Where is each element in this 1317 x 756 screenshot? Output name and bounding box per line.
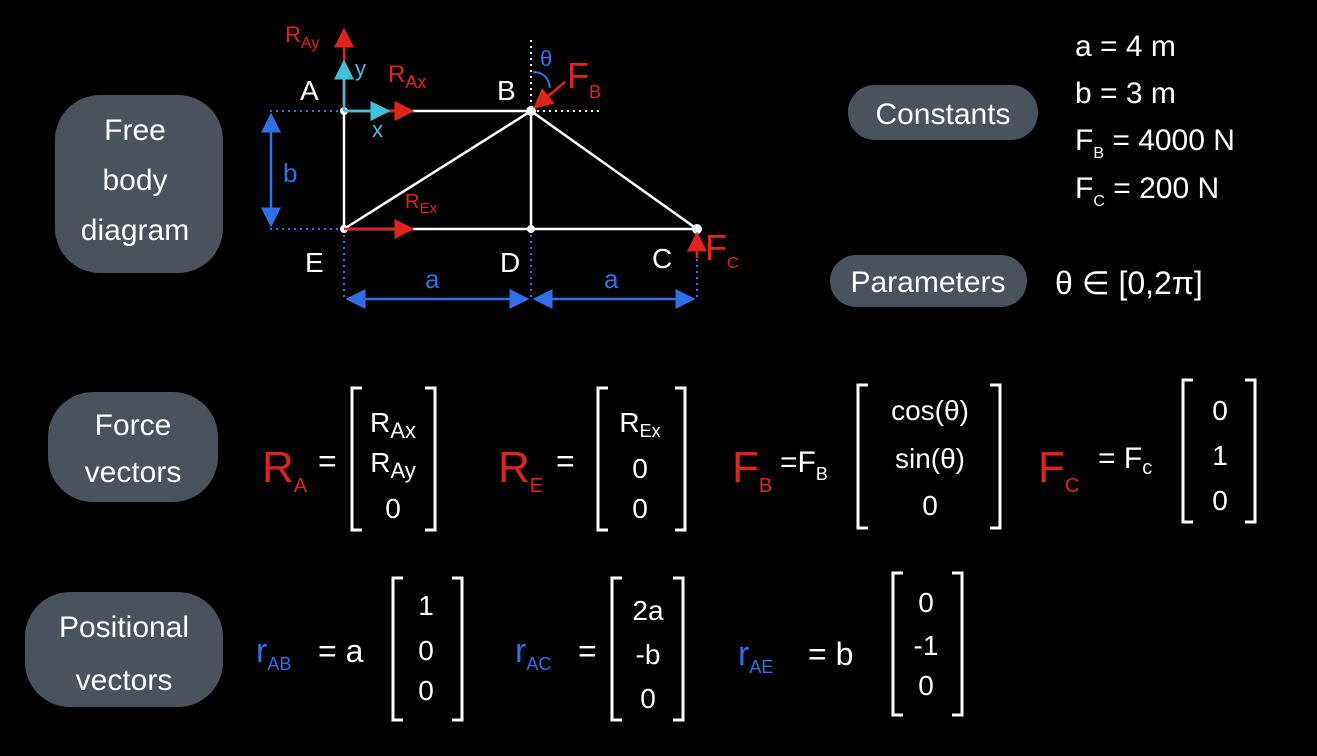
svg-text:rAE: rAE xyxy=(738,635,773,677)
vector-rab: rAB = a 1 0 0 xyxy=(256,576,464,722)
svg-text:1: 1 xyxy=(418,590,434,621)
svg-text:0: 0 xyxy=(385,493,401,524)
node-b-label: B xyxy=(497,75,516,106)
svg-text:=FB: =FB xyxy=(780,446,828,484)
truss xyxy=(342,109,698,231)
svg-text:RAy: RAy xyxy=(370,447,416,483)
pill-text: Force xyxy=(95,409,172,442)
svg-text:=: = xyxy=(318,443,337,479)
x-axis-label: x xyxy=(372,117,383,142)
vector-rac: rAC = 2a -b 0 xyxy=(515,576,685,722)
force-vectors-pill: Force vectors xyxy=(48,392,218,502)
constant-a: a = 4 m xyxy=(1075,30,1176,63)
svg-text:2a: 2a xyxy=(632,595,664,626)
dimension-b-label: b xyxy=(283,158,297,188)
svg-text:=: = xyxy=(578,633,597,669)
svg-text:= b: = b xyxy=(808,636,853,672)
pill-text: vectors xyxy=(85,456,182,489)
theta-label: θ xyxy=(540,46,552,71)
pill-text: Parameters xyxy=(850,266,1005,299)
constant-b: b = 3 m xyxy=(1075,77,1176,110)
svg-text:0: 0 xyxy=(1212,395,1228,426)
svg-text:0: 0 xyxy=(640,683,656,714)
positional-vectors-pill: Positional vectors xyxy=(25,592,223,707)
reaction-ax-label: RAx xyxy=(388,61,426,92)
vector-re: RE = REx 0 0 xyxy=(498,386,687,532)
node-c-label: C xyxy=(652,243,672,274)
svg-text:0: 0 xyxy=(632,453,648,484)
parameters-pill: Parameters xyxy=(830,255,1027,307)
node-e-label: E xyxy=(305,247,324,278)
pill-text: diagram xyxy=(81,214,189,247)
pill-text: vectors xyxy=(76,664,173,697)
svg-text:= a: = a xyxy=(318,633,364,669)
parameter-theta-range: θ ∈ [0,2π] xyxy=(1055,265,1203,301)
svg-text:-b: -b xyxy=(636,639,661,670)
svg-text:=: = xyxy=(556,443,575,479)
vector-fb: FB =FB cos(θ) sin(θ) 0 xyxy=(732,383,1002,530)
pill-text: Positional xyxy=(59,611,189,644)
reaction-ay-label: RAy xyxy=(285,22,319,52)
svg-text:1: 1 xyxy=(1212,440,1228,471)
svg-text:0: 0 xyxy=(418,635,434,666)
svg-text:0: 0 xyxy=(918,587,934,618)
svg-text:RE: RE xyxy=(498,443,543,497)
dimension-a1-label: a xyxy=(425,264,440,294)
svg-text:RA: RA xyxy=(262,443,308,497)
svg-text:cos(θ): cos(θ) xyxy=(891,395,969,426)
svg-text:sin(θ): sin(θ) xyxy=(895,443,965,474)
svg-text:FC: FC xyxy=(1038,443,1079,497)
svg-text:0: 0 xyxy=(418,675,434,706)
svg-text:rAC: rAC xyxy=(515,632,551,674)
pill-text: Constants xyxy=(875,98,1010,131)
svg-text:0: 0 xyxy=(632,493,648,524)
svg-text:RAx: RAx xyxy=(370,407,416,443)
node-a-label: A xyxy=(300,75,319,106)
svg-text:0: 0 xyxy=(918,670,934,701)
constants-pill: Constants xyxy=(848,85,1038,140)
vector-fc: FC = Fc 0 1 0 xyxy=(1038,378,1257,524)
free-body-diagram-pill: Free body diagram xyxy=(55,95,223,273)
joints xyxy=(340,106,702,234)
svg-text:-1: -1 xyxy=(914,630,939,661)
pill-text: Free xyxy=(104,114,166,147)
force-b-arrow xyxy=(533,81,566,109)
svg-text:REx: REx xyxy=(619,407,660,441)
svg-text:rAB: rAB xyxy=(256,632,291,674)
theta-arc xyxy=(532,71,551,89)
svg-text:0: 0 xyxy=(922,490,938,521)
svg-text:0: 0 xyxy=(1212,485,1228,516)
force-b-label: FB xyxy=(567,55,601,102)
dimension-a2-label: a xyxy=(604,264,619,294)
dotted-guides xyxy=(270,40,698,300)
svg-text:= Fc: = Fc xyxy=(1098,442,1152,479)
y-axis-label: y xyxy=(355,56,366,81)
reaction-ex-label: REx xyxy=(405,191,437,217)
svg-text:FB: FB xyxy=(732,443,772,497)
node-d-label: D xyxy=(500,247,520,278)
vector-rae: rAE = b 0 -1 0 xyxy=(738,571,964,717)
constant-fc: FC = 200 N xyxy=(1075,172,1219,210)
constant-fb: FB = 4000 N xyxy=(1075,124,1235,162)
pill-text: body xyxy=(102,164,167,197)
vector-ra: RA = RAx RAy 0 xyxy=(262,386,437,532)
force-c-label: FC xyxy=(705,227,739,272)
